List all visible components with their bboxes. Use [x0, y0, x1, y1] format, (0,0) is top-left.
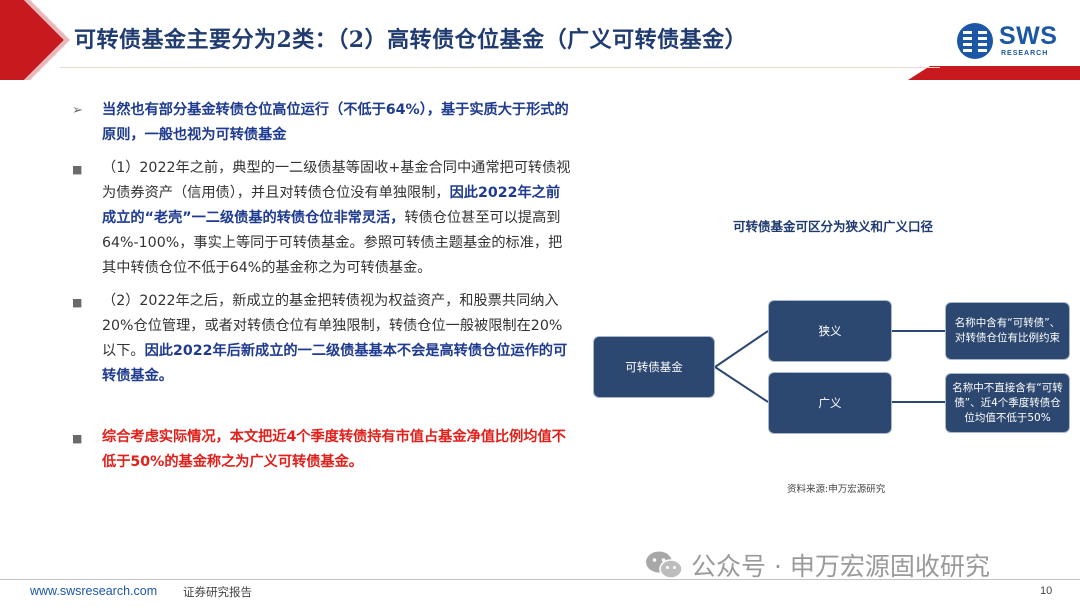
bullet-item: ■ （2）2022年之后，新成立的基金把转债视为权益资产，和股票共同纳入20%仓…: [72, 289, 572, 389]
logo-text: SWS: [999, 22, 1058, 50]
bullet-text: （1）2022年之前，典型的一二级债基等固收+基金合同中通常把可转债视为债券资产…: [102, 160, 571, 201]
page-title: 可转债基金主要分为2类：（2）高转债仓位基金（广义可转债基金）: [74, 27, 748, 53]
connector-root-broad: [714, 366, 769, 403]
slide-header: 可转债基金主要分为2类：（2）高转债仓位基金（广义可转债基金） SWS RESE…: [0, 0, 1080, 84]
logo-subtext: RESEARCH: [1001, 50, 1049, 57]
connector-root-narrow: [714, 330, 769, 368]
sws-logo: SWS RESEARCH: [955, 20, 1065, 64]
bullet-text-emphasis: 因此2022年后新成立的一二级债基基本不会是高转债仓位运作的可转债基金。: [102, 343, 568, 384]
bullet-list: ➢ 当然也有部分基金转债仓位高位运行（不低于64%），基于实质大于形式的原则，一…: [72, 98, 572, 475]
bullet-item: ■ 综合考虑实际情况，本文把近4个季度转债持有市值占基金净值比例均值不低于50%…: [72, 425, 572, 475]
footer-divider: [0, 579, 1080, 580]
node-broad-description: 名称中不直接含有“可转债”、近4个季度转债仓位均值不低于50%: [945, 373, 1070, 433]
diagram-connectors: [714, 330, 945, 403]
footer-website-link[interactable]: www.swsresearch.com: [30, 584, 158, 598]
square-bullet-icon: ■: [72, 163, 83, 176]
diagram-title: 可转债基金可区分为狭义和广义口径: [733, 219, 934, 234]
wechat-icon: [646, 551, 683, 579]
bullet-text: 转债仓位甚至可以提高到64%-100%，事实上等同于可转债基金。参照可转债主题基…: [102, 210, 563, 276]
square-bullet-icon: ■: [72, 432, 83, 445]
data-source: 资料来源:申万宏源研究: [787, 484, 886, 495]
bullet-text: （2）2022年之后，新成立的基金把转债视为权益资产，和股票共同纳入20%仓位管…: [102, 293, 563, 359]
bullet-text-emphasis: 因此2022年之前成立的“老壳”一二级债基的转债仓位非常灵活，: [102, 185, 561, 226]
bullet-item: ➢ 当然也有部分基金转债仓位高位运行（不低于64%），基于实质大于形式的原则，一…: [72, 98, 572, 148]
wechat-watermark: 公众号 · 申万宏源固收研究: [645, 547, 990, 583]
bullet-text: 当然也有部分基金转债仓位高位运行（不低于64%），基于实质大于形式的原则，一般也…: [102, 102, 569, 143]
node-narrow: 狭义: [768, 300, 892, 362]
page-number: 10: [1040, 585, 1053, 597]
classification-diagram: 可转债基金可区分为狭义和广义口径 可转债基金 狭义 广义 名称中含有“可转债”、…: [590, 205, 1080, 495]
bullet-text-conclusion: 综合考虑实际情况，本文把近4个季度转债持有市值占基金净值比例均值不低于50%的基…: [102, 429, 566, 470]
arrow-bullet-icon: ➢: [72, 103, 83, 118]
bullet-item: ■ （1）2022年之前，典型的一二级债基等固收+基金合同中通常把可转债视为债券…: [72, 156, 572, 281]
sws-logo-icon: [957, 23, 993, 59]
watermark-text: 公众号 · 申万宏源固收研究: [691, 552, 990, 581]
node-broad: 广义: [768, 372, 892, 434]
node-narrow-description: 名称中含有“可转债”、对转债仓位有比例约束: [945, 302, 1070, 360]
square-bullet-icon: ■: [72, 296, 83, 309]
node-root: 可转债基金: [593, 336, 715, 398]
footer-report-label: 证券研究报告: [183, 585, 252, 599]
header-band: [0, 0, 1080, 80]
